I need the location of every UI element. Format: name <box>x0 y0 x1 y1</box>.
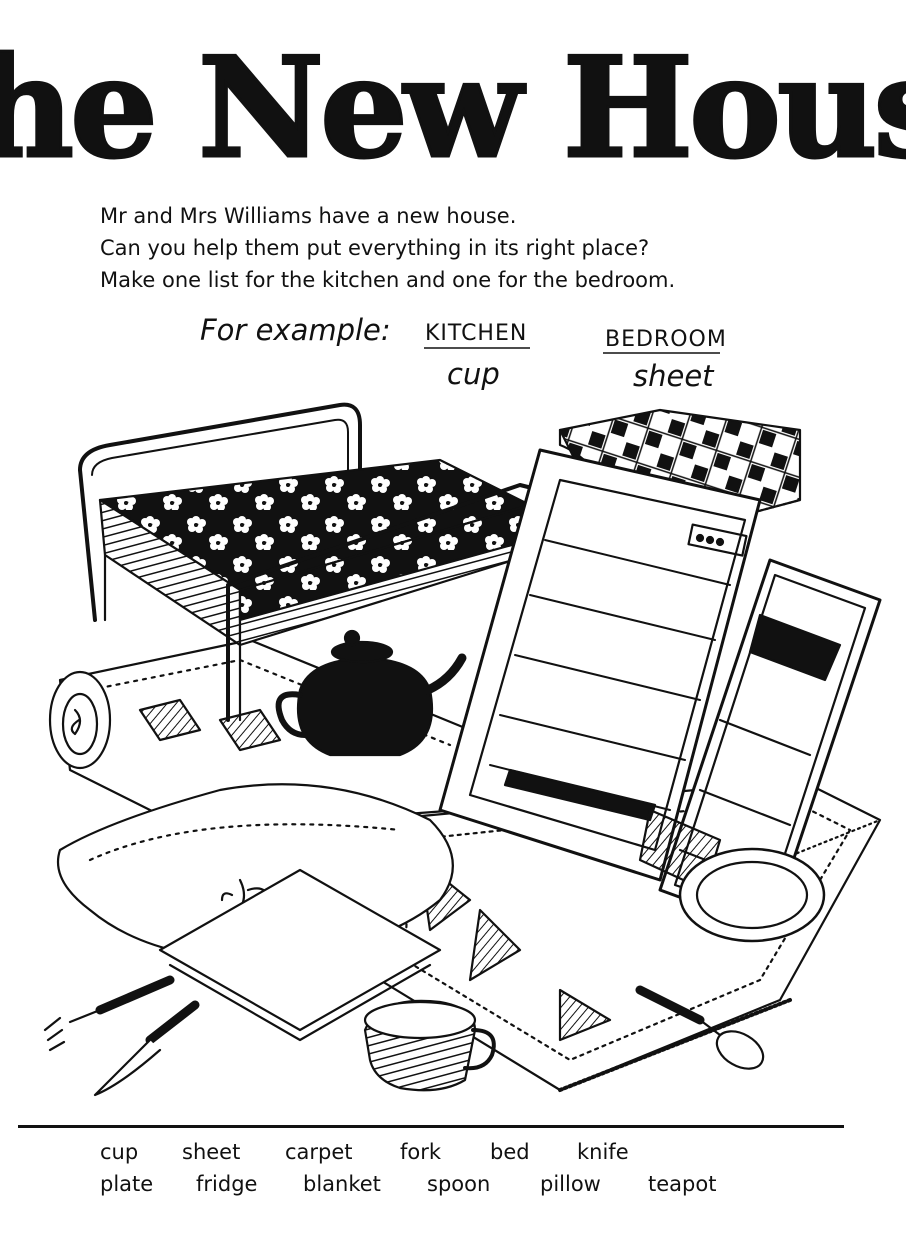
word-bank-item: sheet <box>182 1140 241 1164</box>
example-section: For example: KITCHEN cup BEDROOM sheet <box>0 300 906 410</box>
word-bank-divider <box>18 1125 844 1128</box>
instructions: Mr and Mrs Williams have a new house. Ca… <box>100 200 820 296</box>
example-kitchen-heading: KITCHEN <box>425 321 527 346</box>
instruction-line-3: Make one list for the kitchen and one fo… <box>100 268 676 292</box>
word-bank-item: spoon <box>427 1172 491 1196</box>
word-bank-item: fork <box>400 1140 442 1164</box>
plate-drawing <box>678 847 826 943</box>
example-bedroom-item: sheet <box>633 359 715 393</box>
example-handwriting: For example: KITCHEN cup BEDROOM sheet <box>200 313 727 393</box>
word-bank-item: pillow <box>540 1172 601 1196</box>
word-bank-item: plate <box>100 1172 154 1196</box>
knife-drawing <box>93 1000 200 1097</box>
example-label: For example: <box>200 313 391 347</box>
cup-drawing <box>363 999 496 1092</box>
teapot-drawing <box>275 629 467 757</box>
word-bank-item: teapot <box>648 1172 717 1196</box>
instruction-line-2: Can you help them put everything in its … <box>100 236 650 260</box>
example-bedroom-heading: BEDROOM <box>605 327 727 352</box>
word-bank-item: carpet <box>285 1140 353 1164</box>
instruction-line-1: Mr and Mrs Williams have a new house. <box>100 204 517 228</box>
example-kitchen-item: cup <box>447 357 500 391</box>
word-bank-item: fridge <box>196 1172 258 1196</box>
fridge-drawing <box>438 448 882 932</box>
word-bank: cup sheet carpet fork bed knife plate fr… <box>0 1136 906 1236</box>
word-bank-item: bed <box>490 1140 530 1164</box>
spoon-drawing <box>635 985 765 1070</box>
title-lettering: The New House <box>0 25 906 191</box>
folded-linen-drawing <box>158 868 442 1042</box>
sheet-drawing <box>48 638 472 832</box>
bed-drawing <box>78 402 542 722</box>
fork-drawing <box>43 975 175 1052</box>
page-title: The New House <box>0 6 906 196</box>
word-bank-item: cup <box>100 1140 139 1164</box>
household-items-illustration <box>0 390 906 1115</box>
title-text: The New House <box>0 26 906 189</box>
word-bank-item: knife <box>577 1140 629 1164</box>
word-bank-item: blanket <box>303 1172 381 1196</box>
